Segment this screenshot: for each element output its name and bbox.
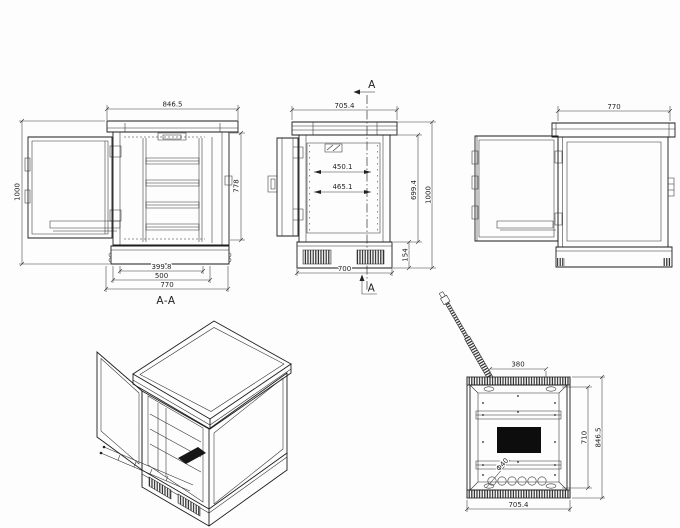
dim-section-inner-depth-2: 465.1 (332, 183, 352, 191)
gasket-strip-bottom (466, 489, 571, 499)
plinth-hatch-right (663, 258, 671, 266)
section-arrow-top (353, 89, 360, 95)
dim-front-rack-height: 778 (233, 179, 241, 192)
dim-front-rail-width: 399.8 (151, 263, 171, 271)
cable-entry-holes (487, 476, 547, 486)
dim-section-base-height: 154 (402, 248, 410, 262)
rod-pin (102, 445, 106, 449)
dim-front-total-height: 1000 (14, 183, 22, 201)
dim-front-roof-width: 846.5 (162, 101, 182, 109)
stay-rod (438, 291, 494, 381)
screw-dots (482, 395, 556, 476)
isometric-view (96, 320, 292, 527)
dim-bottom-outer-depth: 846.5 (595, 427, 603, 447)
vent-grille-left (302, 249, 332, 265)
dim-front-frame-width: 500 (155, 272, 168, 280)
vent-grille-right (356, 249, 385, 265)
rod-pin (99, 451, 103, 455)
vent-grille-iso-1 (148, 476, 172, 500)
front-section-label: A-A (156, 295, 176, 307)
floor-cutout (178, 447, 206, 464)
section-view: A A 450.1 465.1 705.4 700 (267, 78, 436, 296)
dim-section-roof-depth: 705.4 (334, 102, 355, 110)
dim-bottom-gland-offset: 380 (511, 361, 524, 369)
dim-section-body-height: 699.4 (410, 179, 418, 200)
panel-cutout (497, 427, 541, 453)
hole-diameter-label: Φ40 (495, 457, 511, 473)
dim-section-body-depth: 700 (338, 265, 351, 273)
plinth-hatch-left (557, 258, 565, 266)
dim-front-base-width: 770 (160, 281, 173, 289)
gasket-strip-top (466, 376, 571, 386)
front-view: 846.5 1000 778 399.8 500 770 A-A (12, 99, 245, 308)
vent-grille-iso-2 (177, 493, 201, 517)
side-view: 770 (471, 102, 676, 268)
section-marker-bottom: A (368, 283, 376, 295)
dim-bottom-width: 705.4 (508, 501, 529, 509)
section-arrow-bottom (359, 274, 365, 281)
dim-section-inner-depth-1: 450.1 (332, 163, 352, 171)
section-marker-top: A (368, 79, 376, 91)
bottom-view: Φ40 380 710 846.5 705.4 (438, 291, 605, 512)
dim-bottom-inner-depth: 710 (581, 431, 589, 444)
dim-side-body-depth: 770 (607, 103, 620, 111)
dim-section-total-height: 1000 (425, 186, 433, 204)
